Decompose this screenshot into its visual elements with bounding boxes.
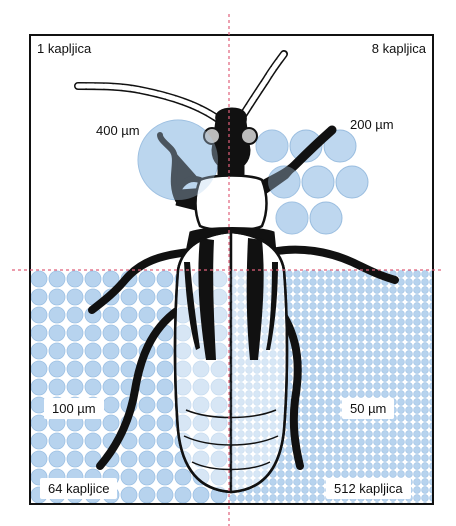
label-1-droplet: 1 kapljica xyxy=(37,41,91,56)
eye-right xyxy=(241,128,257,144)
label-50-um: 50 µm xyxy=(342,398,394,419)
label-100-um: 100 µm xyxy=(44,398,104,419)
label-64-droplets: 64 kapljice xyxy=(40,478,117,499)
label-400-um: 400 µm xyxy=(96,123,140,138)
label-512-droplets: 512 kapljica xyxy=(326,478,411,499)
label-200-um: 200 µm xyxy=(350,117,394,132)
label-8-droplets: 8 kapljica xyxy=(372,41,426,56)
